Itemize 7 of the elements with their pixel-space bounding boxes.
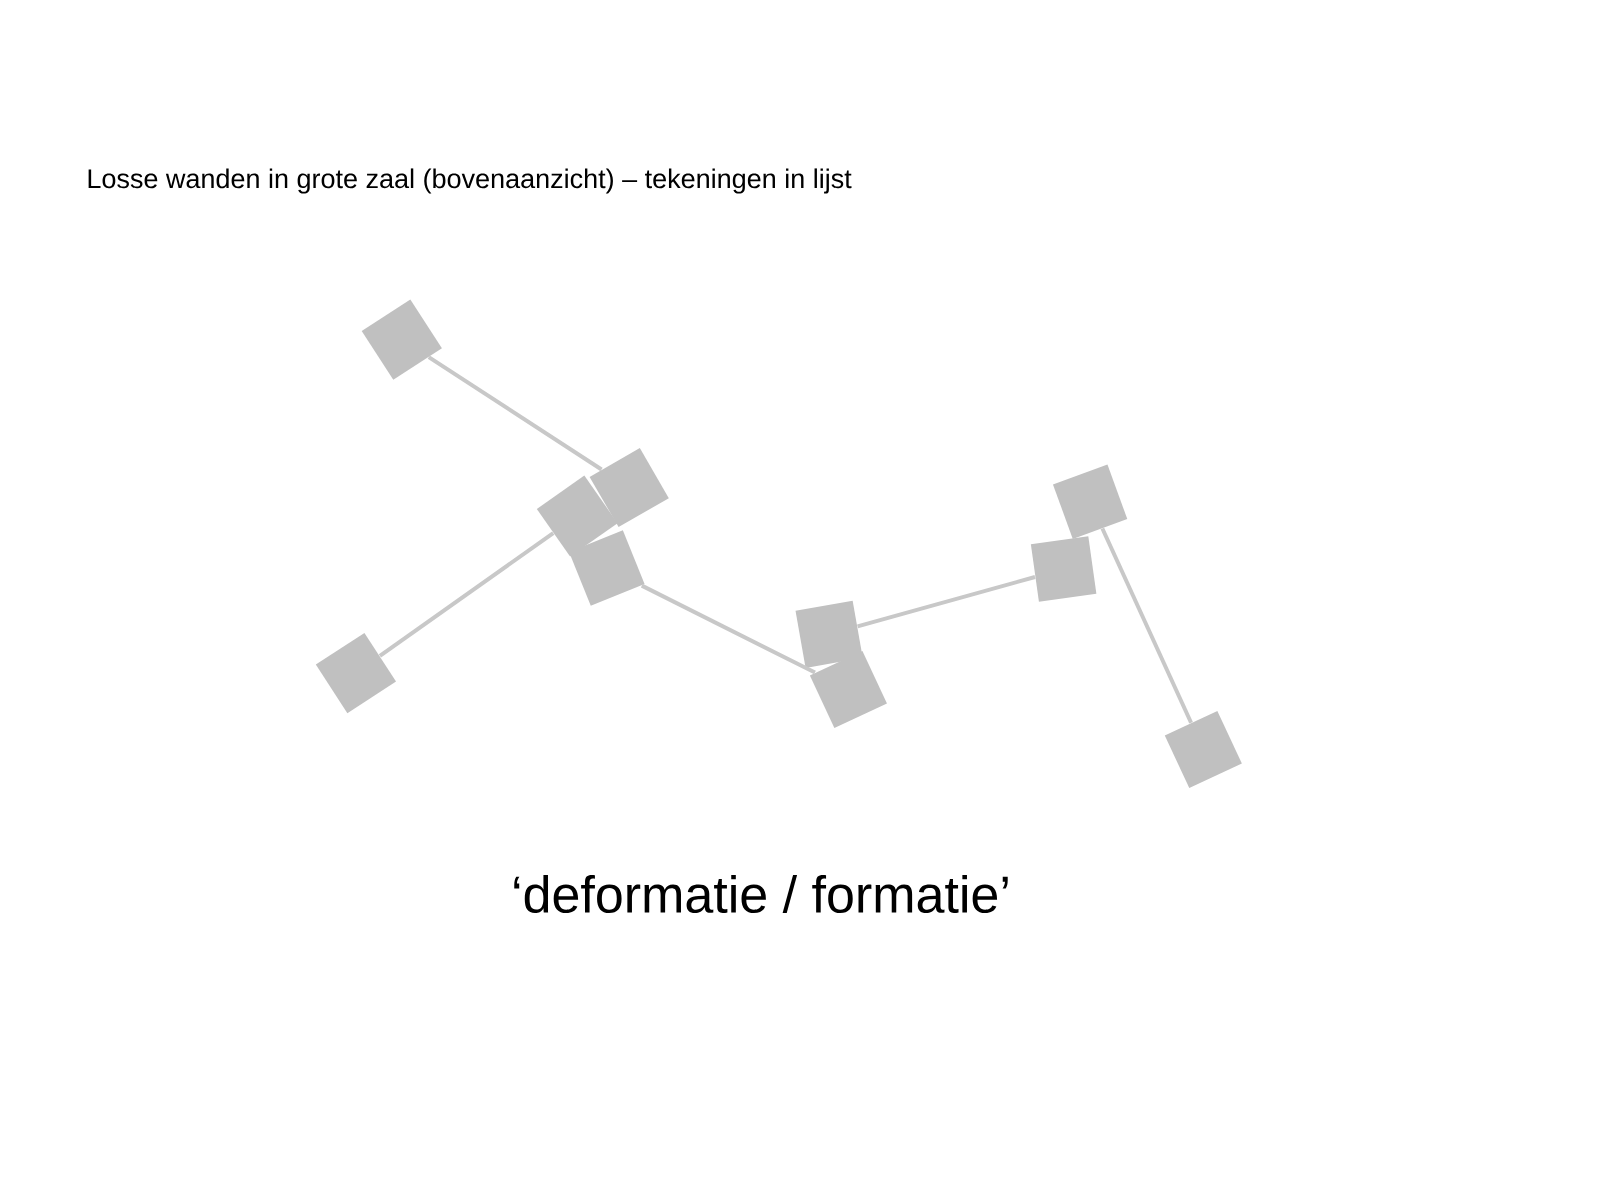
connecting-line xyxy=(427,355,603,472)
title: Losse wanden in grote zaal (bovenaanzicht) – tekeningen in lijst xyxy=(88,168,852,194)
connecting-line xyxy=(1100,527,1193,724)
connecting-line xyxy=(640,583,816,675)
caption: ‘deformatie / formatie’ xyxy=(514,874,1008,914)
connecting-line xyxy=(857,575,1036,629)
connecting-line xyxy=(378,531,555,658)
